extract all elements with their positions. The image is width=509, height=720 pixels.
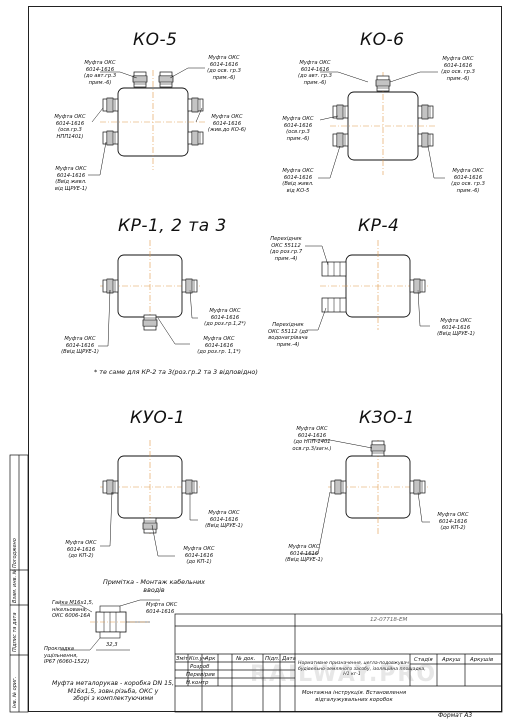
ko5-label-bl: Муфта ОКС 6014-1616 (Ввід живл. від ЩРУЕ… <box>54 166 88 192</box>
kr123-label-l: Муфта ОКС 6014-1616 (Ввід ЩРУЕ-1) <box>61 336 99 356</box>
leader-lines <box>88 67 445 557</box>
box-kr4 <box>320 240 428 330</box>
ko5-label-ml: Муфта ОКС 6014-1616 (осв.гр.3 НПП1401) <box>54 114 86 140</box>
tb-desc2: Монтажна інструкція. Встановлення відгал… <box>301 690 407 703</box>
title-kzo1: КЗО-1 <box>359 408 415 428</box>
tb-role-pereviryv: Перевірив <box>186 672 215 678</box>
watermark: RAILWAY.PRO <box>250 662 438 687</box>
kr123-footnote: * те саме для КР-2 та 3(роз.гр.2 та 3 ві… <box>94 368 258 376</box>
kr123-label-r: Муфта ОКС 6014-1616 (до роз.гр.1,2*) <box>204 308 246 328</box>
side-label-pidpys: Підпис та дата <box>12 612 18 652</box>
tb-role-rozrob: Розроб <box>190 664 210 670</box>
note-gaika: Гайка М16х1,5, нікельована, ОКС 6006-16А <box>52 600 94 620</box>
tb-h-ark: Арк <box>205 656 216 662</box>
box-kr123 <box>100 240 200 331</box>
tb-role-nkontr: Н.контр <box>186 680 209 686</box>
ko5-label-tl: Муфта ОКС 6014-1616 (до авт.гр.3 прим.-6… <box>83 60 117 86</box>
tb-h-pidp: Підп. <box>265 656 280 662</box>
side-stamp <box>9 454 29 713</box>
kuo1-label-l: Муфта ОКС 6014-1616 (до КП-2) <box>65 540 97 560</box>
title-ko5: КО-5 <box>133 30 178 50</box>
side-label-pogodzheno: Погоджено <box>12 538 18 568</box>
kuo1-label-b: Муфта ОКС 6014-1616 (до КП-1) <box>183 546 215 566</box>
note-primitka: Примітка - Монтаж кабельних вводів <box>102 578 206 594</box>
tb-sheets: Аркушів <box>470 657 494 663</box>
title-ko6: КО-6 <box>360 30 405 50</box>
kr4-label-r: Муфта ОКС 6014-1616 (Ввід ЩРУЕ-1) <box>437 318 475 338</box>
kzo1-label-r: Муфта ОКС 6014-1616 (до КП-2) <box>437 512 469 532</box>
ko6-label-tr: Муфта ОКС 6014-1616 (до осв. гр.3 прим.-… <box>441 56 475 82</box>
box-kzo1 <box>328 440 428 535</box>
kr4-label-bl: Перехідник ОКС 55112 (до водонагрівача п… <box>268 322 308 348</box>
tb-sheet: Аркуш <box>442 657 461 663</box>
kuo1-label-r: Муфта ОКС 6014-1616 (Ввід ЩРУЕ-1) <box>205 510 243 530</box>
box-ko5 <box>100 70 205 170</box>
ko6-label-ml: Муфта ОКС 6014-1616 (осв.гр.3 прим.-6) <box>282 116 314 142</box>
ko5-label-tr: Муфта ОКС 6014-1616 (до осв. гр.3 прим.-… <box>207 55 241 81</box>
title-kr123: КР-1, 2 та 3 <box>118 216 227 236</box>
tb-format: Формат А3 <box>438 712 473 719</box>
kzo1-label-b: Муфта ОКС 6014-1616 (Ввід ЩРУЕ-1) <box>285 544 323 564</box>
tb-code: 12-07718-ЕМ <box>370 617 408 623</box>
ko6-label-bl: Муфта ОКС 6014-1616 (Ввід живл. від КО-5 <box>282 168 314 194</box>
title-kr4: КР-4 <box>358 216 400 236</box>
side-label-inv: Інв. № ориг. <box>12 676 18 708</box>
tb-h-kil: Кіл.уч <box>189 656 206 662</box>
note-dim: 32,3 <box>106 642 118 648</box>
note-caption: Муфта металорукав - коробка DN 15, М16х1… <box>52 680 174 703</box>
title-block <box>174 613 503 713</box>
tb-h-dok: № док. <box>236 656 256 662</box>
tb-h-data: Дата <box>282 656 296 662</box>
box-kuo1 <box>100 440 200 535</box>
title-kuo1: КУО-1 <box>130 408 186 428</box>
kzo1-label-t: Муфта ОКС 6014-1616 (до НПП-1401 осв.гр.… <box>292 426 332 452</box>
tb-h-zmit: Зміт <box>176 656 189 662</box>
side-label-vzam: Взам. инв. № <box>12 569 18 603</box>
tb-stage: Стадія <box>414 657 433 663</box>
ko5-label-mr: Муфта ОКС 6014-1616 (жив.до КО-6) <box>207 114 247 134</box>
drawing-frame <box>28 6 502 712</box>
gland-detail <box>60 599 160 651</box>
note-mufta: Муфта ОКС 6014-1616 <box>146 602 178 615</box>
note-prokladka: Прокладка ущільнення, IP67 (6060-1522) <box>44 646 90 666</box>
box-ko6 <box>330 72 435 175</box>
kr123-label-b: Муфта ОКС 6014-1616 (до роз.гр. 1,1*) <box>197 336 241 356</box>
ko6-label-br: Муфта ОКС 6014-1616 (до осв. гр.3 прим.-… <box>451 168 485 194</box>
ko6-label-tl: Муфта ОКС 6014-1616 (до авт. гр.3 прим.-… <box>298 60 332 86</box>
kr4-label-tl: Перехідник ОКС 55112 (до роз.гр.7 прим.-… <box>269 236 303 262</box>
